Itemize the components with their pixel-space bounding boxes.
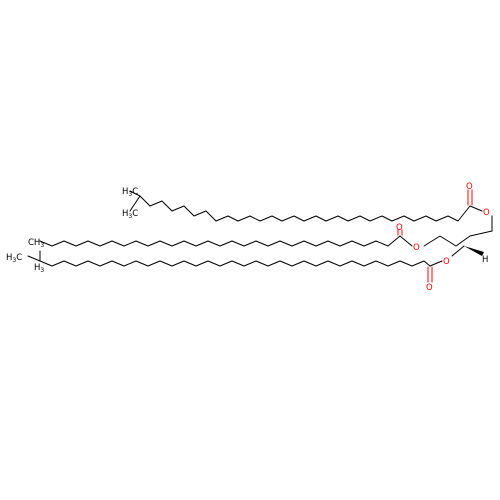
label-ch3-top-branch: H3C (122, 187, 138, 198)
chain-top-bonds (139, 195, 471, 222)
ester-bond-middle (399, 235, 413, 247)
atom-labels: H3C H3C CH3 H3C H3 O O O O O O H (6, 182, 490, 293)
label-oxygen-ester-bottom: O (443, 257, 450, 267)
label-ch3-bottom-branch: H3 (34, 263, 44, 274)
glycerol-to-oxygen-bond (451, 245, 465, 257)
label-ch3-middle-chain: CH3 (28, 238, 44, 249)
label-oxygen-carbonyl-middle: O (396, 223, 403, 233)
label-hydrogen-stereo: H (482, 255, 488, 265)
glycerol-backbone-bonds (423, 230, 493, 247)
fatty-acid-chain-top (129, 189, 493, 232)
fatty-acid-chain-bottom (27, 245, 484, 283)
chain-top-branch-bond (129, 190, 141, 197)
ester-bond-bottom (429, 260, 443, 267)
label-oxygen-carbonyl-bottom: O (426, 283, 433, 293)
label-oxygen-ester-middle: O (413, 243, 420, 253)
chain-top-branch-bond-2 (129, 195, 141, 212)
chain-bottom-bonds (27, 255, 431, 267)
chain-middle-bonds (39, 235, 401, 247)
label-oxygen-carbonyl-top: O (466, 182, 473, 192)
fatty-acid-chain-middle (39, 229, 493, 247)
label-oxygen-ester-top: O (483, 208, 490, 218)
label-ch3-top-branch-2: H3C (122, 209, 138, 220)
ester-bond-top (469, 205, 483, 212)
stereo-wedge-bond (464, 246, 484, 256)
label-h3c-bottom-chain: H3C (6, 253, 22, 264)
